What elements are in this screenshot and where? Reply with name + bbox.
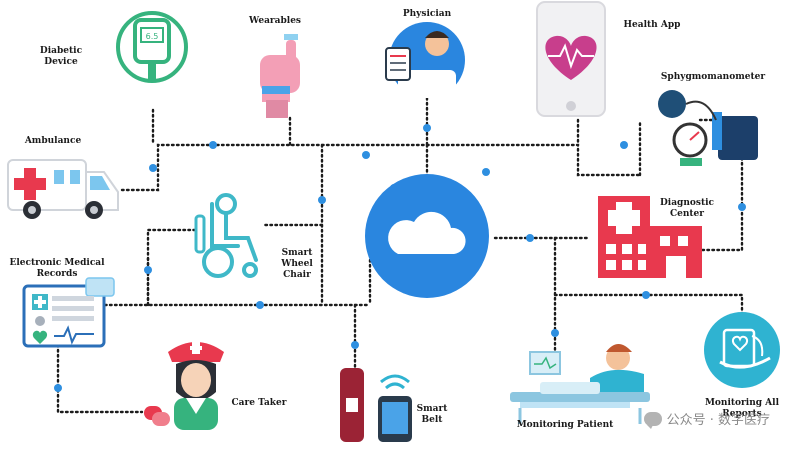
label-ambulance: Ambulance: [24, 136, 82, 146]
hospital-icon: [598, 196, 702, 278]
nurse-icon: [144, 342, 224, 430]
wechat-icon: [643, 411, 662, 429]
heart-phone-icon: [536, 1, 606, 117]
medical-report-icon: [704, 312, 780, 388]
glucose-reading: 6.5: [146, 32, 159, 41]
glucose-meter-icon: 6.5: [116, 11, 188, 83]
label-health-app: Health App: [623, 20, 681, 30]
smart-belt-icon: [340, 368, 412, 442]
connectors: [56, 96, 744, 414]
label-smart-belt: Smart Belt: [416, 404, 448, 425]
cloud-icon: [365, 174, 489, 298]
label-emr: Electronic Medical Records: [9, 258, 105, 279]
label-physician: Physician: [402, 9, 452, 19]
label-wearables: Wearables: [248, 16, 301, 26]
watermark-text: 公众号 · 数字医疗: [666, 413, 770, 428]
label-monitoring-reports: Monitoring All Reports: [704, 398, 780, 419]
medical-record-icon: [22, 277, 115, 348]
watermark: 公众号 · 数字医疗: [643, 409, 770, 429]
ambulance-icon: [7, 159, 119, 219]
label-smart-wheel-chair: Smart Wheel Chair: [281, 248, 313, 280]
smartwatch-hand-icon: [260, 34, 300, 118]
label-diabetic-device: Diabetic Device: [39, 46, 83, 67]
label-care-taker: Care Taker: [231, 398, 287, 408]
label-diagnostic-center: Diagnostic Center: [659, 198, 715, 219]
wheelchair-icon: [194, 193, 258, 278]
label-monitoring-patient: Monitoring Patient: [516, 420, 614, 430]
label-sphygmomanometer: Sphygmomanometer: [660, 72, 766, 82]
hospital-bed-icon: [510, 344, 650, 424]
doctor-icon: [385, 22, 465, 98]
blood-pressure-monitor-icon: [658, 90, 758, 166]
